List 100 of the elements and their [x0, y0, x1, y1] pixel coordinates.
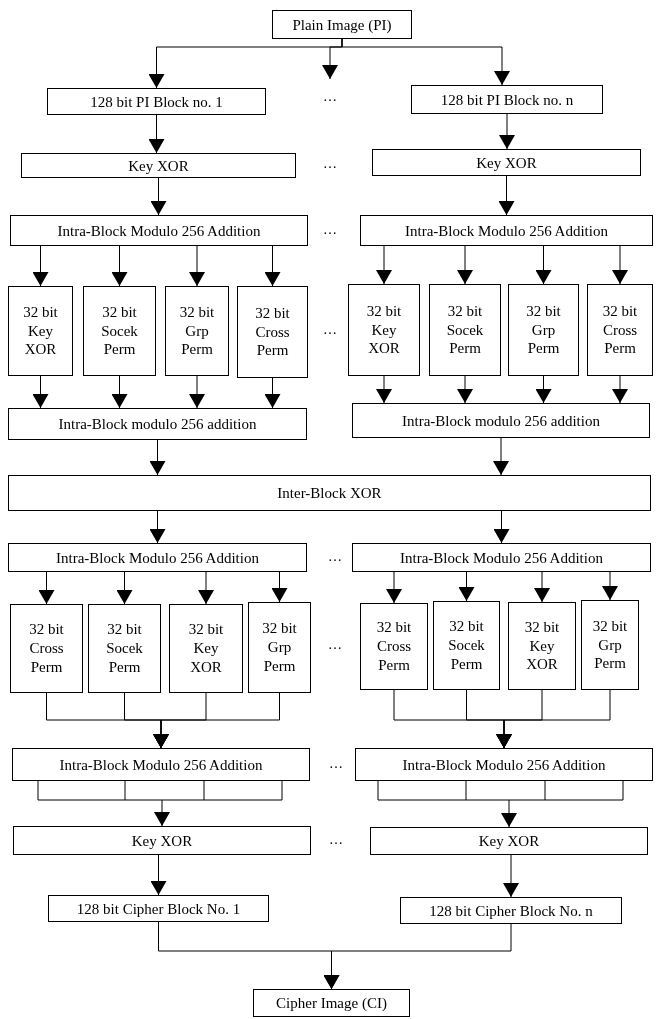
box-text: Intra-Block modulo 256 addition — [402, 411, 600, 430]
arrow — [493, 437, 509, 476]
box-text: Plain Image (PI) — [292, 15, 392, 34]
arrow — [612, 245, 628, 285]
ellipsis-text: … — [322, 322, 338, 338]
box-text: Cipher Image (CI) — [276, 994, 387, 1012]
box-text: 32 bit Cross Perm — [254, 303, 291, 361]
box-text: 128 bit PI Block no. n — [440, 90, 574, 109]
process-box — [8, 286, 73, 376]
process-box — [12, 748, 310, 781]
box-text: 32 bit Socek Perm — [100, 302, 139, 360]
arrow — [150, 177, 167, 216]
process-box — [8, 408, 307, 440]
box-text: Key XOR — [128, 156, 189, 175]
ellipsis-text: … — [322, 222, 338, 238]
arrow — [150, 854, 167, 896]
process-box — [88, 604, 161, 693]
process-box — [372, 149, 641, 176]
arrow — [148, 114, 165, 154]
box-text: 32 bit Key XOR — [187, 620, 225, 677]
arrow — [376, 375, 392, 404]
process-box — [272, 10, 412, 39]
process-box — [47, 88, 266, 115]
arrow — [602, 571, 618, 601]
arrow — [264, 245, 281, 287]
arrow — [612, 375, 628, 404]
process-box — [8, 543, 307, 572]
box-text: Intra-Block Modulo 256 Addition — [405, 221, 608, 240]
arrow — [149, 510, 166, 544]
arrow — [535, 375, 552, 404]
box-text: 32 bit Key XOR — [365, 301, 403, 359]
ellipsis-text: … — [327, 549, 343, 565]
process-box — [352, 543, 651, 572]
arrow — [189, 245, 205, 287]
box-text: 32 bit Socek Perm — [445, 301, 485, 359]
process-box — [10, 604, 83, 693]
arrow — [111, 375, 128, 409]
arrow — [198, 571, 214, 605]
process-box — [581, 600, 639, 690]
arrow — [499, 113, 515, 150]
box-text: Intra-Block Modulo 256 Addition — [57, 221, 261, 240]
arrow — [111, 245, 128, 287]
arrow — [189, 375, 205, 409]
process-box — [8, 475, 651, 511]
arrow — [386, 571, 402, 604]
process-box — [165, 286, 229, 376]
arrow — [32, 245, 49, 287]
process-box — [352, 403, 650, 438]
process-box — [169, 604, 243, 693]
arrow — [498, 175, 515, 216]
box-text: 32 bit Cross Perm — [601, 301, 639, 359]
box-text: 32 bit Grp Perm — [591, 616, 629, 674]
box-text: Key XOR — [131, 831, 193, 850]
box-text: Intra-Block Modulo 256 Addition — [56, 548, 259, 567]
ellipsis-text: … — [328, 832, 344, 848]
process-box — [508, 602, 576, 690]
box-text: Intra-Block Modulo 256 Addition — [402, 755, 606, 774]
process-box — [248, 602, 311, 693]
process-box — [48, 895, 269, 922]
box-text: 32 bit Key XOR — [22, 302, 59, 360]
box-text: Intra-Block modulo 256 addition — [58, 415, 257, 433]
box-text: Key XOR — [478, 832, 540, 850]
box-text: Key XOR — [476, 153, 537, 172]
ellipsis-text: … — [327, 637, 343, 653]
box-text: 32 bit Socek Perm — [105, 620, 144, 677]
arrow — [116, 571, 133, 605]
arrow — [493, 510, 510, 544]
process-box — [253, 989, 410, 1017]
arrow — [37, 780, 170, 827]
arrow — [323, 923, 512, 990]
box-text: 32 bit Grp Perm — [525, 301, 562, 359]
box-text: 128 bit PI Block no. 1 — [90, 92, 223, 111]
arrow — [38, 571, 55, 605]
process-box — [411, 85, 603, 114]
process-box — [508, 284, 579, 376]
process-box — [83, 286, 156, 376]
box-text: 32 bit Key XOR — [523, 617, 561, 675]
process-box — [587, 284, 653, 376]
box-text: 32 bit Cross Perm — [375, 618, 413, 675]
box-text: 32 bit Cross Perm — [28, 620, 65, 677]
box-text: 32 bit Grp Perm — [178, 302, 216, 360]
arrow — [457, 245, 473, 285]
box-text: Inter-Block XOR — [277, 484, 382, 502]
box-text: Intra-Block Modulo 256 Addition — [400, 548, 603, 567]
arrow — [496, 689, 611, 749]
arrow — [341, 38, 510, 86]
arrow — [376, 245, 392, 285]
arrow — [149, 439, 166, 476]
box-text: 128 bit Cipher Block No. n — [429, 901, 593, 920]
ellipsis-text: … — [328, 756, 344, 772]
arrow — [377, 780, 517, 828]
arrow — [458, 571, 475, 602]
ellipsis-text: … — [322, 89, 338, 105]
process-box — [348, 284, 420, 376]
process-box — [237, 286, 308, 378]
process-box — [370, 827, 648, 855]
process-box — [355, 748, 653, 781]
process-box — [433, 601, 500, 690]
arrow — [264, 377, 281, 409]
process-box — [429, 284, 501, 376]
